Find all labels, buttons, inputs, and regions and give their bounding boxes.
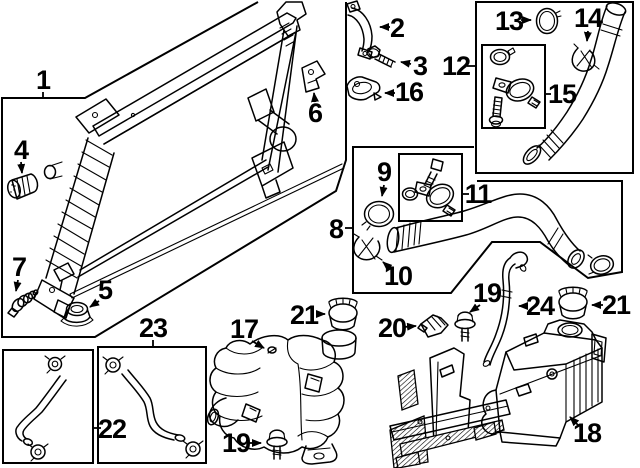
radiator-illustration (33, 1, 345, 319)
hose-box-right (97, 346, 207, 464)
callout-14: 14 (574, 3, 604, 42)
hose-box-left (2, 349, 94, 464)
overflow-tube-part (482, 251, 529, 367)
degas-bracket-part (389, 347, 532, 468)
callout-19-right: 19 (469, 278, 503, 313)
callout-7-leader (13, 279, 22, 292)
upper-clamp-kit-box (481, 44, 546, 129)
callout-7-label: 7 (12, 252, 26, 282)
upper-hose-part (522, 2, 627, 165)
callout-4: 4 (14, 135, 30, 174)
callout-12: 12 (442, 51, 476, 81)
callout-22: 22 (94, 414, 127, 444)
callout-20-leader (403, 322, 417, 331)
callout-6-leader (311, 92, 319, 103)
callout-18-leader (569, 416, 580, 427)
callout-13: 13 (495, 6, 532, 36)
callout-4-leader (17, 161, 26, 174)
inlet-sleeve-part (7, 173, 39, 200)
callout-8-label: 8 (329, 214, 344, 244)
reservoir-cap-part (328, 297, 358, 331)
upper-oring-part (535, 7, 562, 35)
callout-10: 10 (382, 261, 413, 291)
callout-11-label: 11 (465, 179, 493, 209)
callout-14-label: 14 (574, 3, 603, 33)
callout-3-leader (400, 59, 412, 68)
reservoir-bolt-part (266, 429, 288, 460)
callouts: 1 4 7 5 6 2 3 16 (12, 3, 632, 458)
callout-18: 18 (569, 416, 603, 448)
callout-10-leader (382, 261, 393, 271)
callout-20-label: 20 (378, 313, 406, 343)
lower-oring-part (361, 200, 395, 231)
callout-15: 15 (545, 79, 578, 109)
callout-7: 7 (12, 252, 27, 292)
degas-bolt-part (454, 311, 476, 342)
lower-hose-part (386, 193, 615, 275)
level-sensor-part (417, 314, 449, 338)
callout-18-label: 18 (573, 418, 602, 448)
callout-2-label: 2 (390, 13, 404, 43)
bracket-plate-part (346, 76, 382, 101)
callout-9-label: 9 (377, 157, 392, 187)
callout-13-label: 13 (495, 6, 524, 36)
callout-19-right-leader (469, 303, 481, 313)
callout-19-left: 19 (222, 428, 262, 458)
callout-23: 23 (139, 313, 169, 347)
lower-clamp-kit-box (398, 153, 463, 222)
callout-17: 17 (230, 314, 265, 349)
upper-hose-box (475, 1, 634, 174)
callout-17-label: 17 (230, 314, 258, 344)
callout-24-label: 24 (526, 291, 555, 321)
callout-6-label: 6 (308, 98, 323, 128)
callout-1-label: 1 (36, 65, 51, 95)
lower-spring-clamp-part (353, 233, 383, 261)
callout-22-label: 22 (98, 414, 126, 444)
degas-bottle-part (481, 319, 607, 447)
callout-21-left-label: 21 (290, 300, 319, 330)
callout-16-label: 16 (395, 77, 424, 107)
callout-4-label: 4 (14, 135, 29, 165)
callout-5: 5 (89, 275, 114, 308)
callout-9: 9 (377, 157, 393, 197)
bracket-bolt-part (366, 45, 396, 68)
lower-hose-box (352, 146, 623, 294)
callout-2: 2 (379, 13, 405, 43)
callout-16: 16 (384, 77, 425, 107)
drain-plug-part (60, 301, 94, 327)
lower-clamp-kit-parts (401, 158, 456, 217)
hose-left-part (15, 355, 67, 462)
callout-14-leader (583, 30, 592, 42)
degas-cap-part (558, 286, 588, 320)
callout-15-label: 15 (548, 79, 577, 109)
reservoir-part (206, 329, 357, 465)
callout-17-leader (251, 340, 265, 349)
callout-24: 24 (518, 291, 556, 321)
callout-23-label: 23 (139, 313, 168, 343)
temp-sensor-part (7, 289, 39, 318)
callout-5-label: 5 (98, 275, 113, 305)
callout-19-right-label: 19 (473, 278, 502, 308)
callout-8: 8 (329, 214, 353, 244)
upper-spring-clamp-part (571, 43, 600, 72)
upper-clamp-kit-parts (488, 47, 541, 128)
callout-1: 1 (36, 65, 52, 98)
radiator-assembly-box (1, 1, 347, 338)
callout-19-left-label: 19 (222, 428, 251, 458)
callout-21-right-label: 21 (602, 290, 631, 320)
callout-3-label: 3 (413, 51, 428, 81)
callout-20: 20 (378, 313, 417, 343)
callout-12-label: 12 (442, 51, 470, 81)
upper-bracket-part (301, 60, 326, 93)
hose-right-part (102, 356, 204, 459)
callout-6: 6 (308, 92, 324, 128)
callout-5-leader (89, 298, 100, 308)
callout-21-left: 21 (290, 300, 326, 330)
callout-9-leader (379, 184, 388, 197)
callout-21-right: 21 (591, 290, 632, 320)
callout-3: 3 (400, 51, 429, 81)
callout-11: 11 (462, 179, 493, 209)
